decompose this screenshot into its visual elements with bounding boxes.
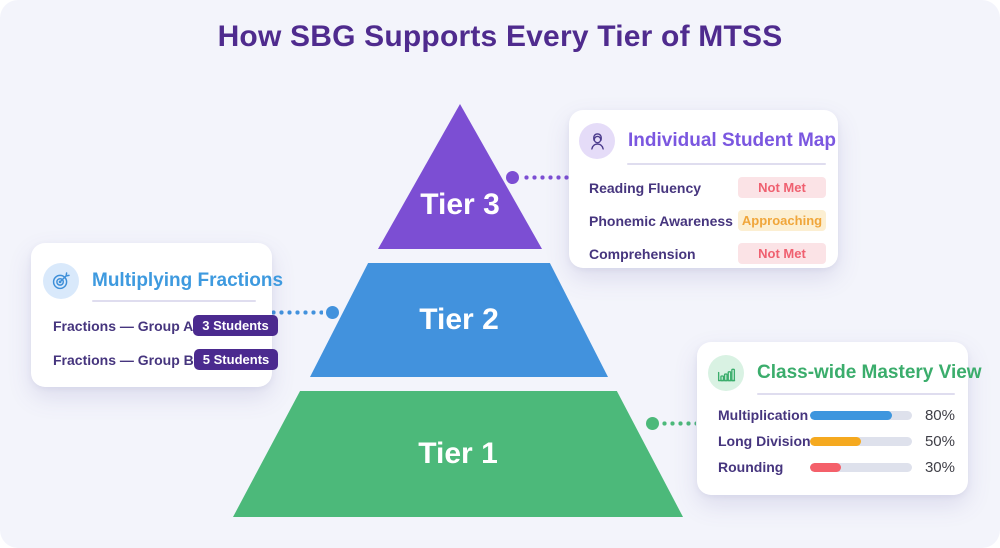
mastery-row: Long Division 50% xyxy=(718,431,955,451)
divider xyxy=(757,393,955,395)
student-icon xyxy=(579,123,615,159)
progress-track xyxy=(810,462,912,472)
tier2-connector-line xyxy=(271,310,323,315)
progress-bar xyxy=(810,436,861,446)
status-badge: Approaching xyxy=(738,210,826,231)
target-icon xyxy=(43,263,79,299)
divider xyxy=(92,300,256,302)
student-count-badge: 3 Students xyxy=(193,315,278,336)
student-map-card: Individual Student Map Reading Fluency N… xyxy=(569,110,838,268)
divider xyxy=(627,163,826,165)
progress-bar xyxy=(810,462,841,472)
progress-track xyxy=(810,436,912,446)
skill-row: Comprehension Not Met xyxy=(589,243,826,264)
pyramid-tier-2: Tier 2 xyxy=(310,263,608,377)
small-groups-card-title: Multiplying Fractions xyxy=(92,270,284,291)
skill-row-label: Comprehension xyxy=(589,245,696,262)
mastery-view-card: Class-wide Mastery View Multiplication 8… xyxy=(697,342,982,495)
tier3-connector-dot xyxy=(506,171,519,184)
percent-value: 50% xyxy=(924,432,955,450)
student-map-card-title: Individual Student Map xyxy=(628,130,836,151)
tier1-connector-line xyxy=(662,421,696,426)
skill-row: Reading Fluency Not Met xyxy=(589,177,826,198)
page-title: How SBG Supports Every Tier of MTSS xyxy=(217,20,783,53)
tier-2-label: Tier 2 xyxy=(419,303,499,336)
tier3-connector-line xyxy=(524,175,570,180)
skill-row-label: Reading Fluency xyxy=(589,179,702,196)
tier-3-label: Tier 3 xyxy=(420,188,500,221)
skill-row: Phonemic Awareness Approaching xyxy=(589,210,826,231)
bar-chart-icon xyxy=(708,355,744,391)
percent-value: 30% xyxy=(924,458,955,476)
mastery-row: Rounding 30% xyxy=(718,457,955,477)
tier-1-label: Tier 1 xyxy=(418,437,498,470)
mastery-view-card-title: Class-wide Mastery View xyxy=(757,362,982,383)
tier1-connector-dot xyxy=(646,417,659,430)
tier2-connector-dot xyxy=(326,306,339,319)
status-badge: Not Met xyxy=(738,243,826,264)
percent-value: 80% xyxy=(924,406,955,424)
group-row: Fractions — Group A 3 Students xyxy=(53,315,278,336)
skill-row-label: Phonemic Awareness xyxy=(589,212,733,229)
student-count-badge: 5 Students xyxy=(193,349,279,370)
group-row-label: Fractions — Group B xyxy=(53,351,194,368)
mastery-row-label: Multiplication xyxy=(718,407,809,423)
status-badge: Not Met xyxy=(738,177,826,198)
mastery-row: Multiplication 80% xyxy=(718,405,955,425)
progress-bar xyxy=(810,410,892,420)
student-map-card-header: Individual Student Map xyxy=(579,123,836,159)
small-groups-card: Multiplying Fractions Fractions — Group … xyxy=(31,243,283,387)
small-groups-card-header: Multiplying Fractions xyxy=(43,263,283,299)
mastery-row-label: Long Division xyxy=(718,433,811,449)
group-row-label: Fractions — Group A xyxy=(53,317,194,334)
pyramid-tier-1: Tier 1 xyxy=(233,391,683,517)
mastery-view-card-header: Class-wide Mastery View xyxy=(708,355,982,391)
progress-track xyxy=(810,410,912,420)
group-row: Fractions — Group B 5 Students xyxy=(53,349,279,370)
mastery-row-label: Rounding xyxy=(718,459,784,475)
